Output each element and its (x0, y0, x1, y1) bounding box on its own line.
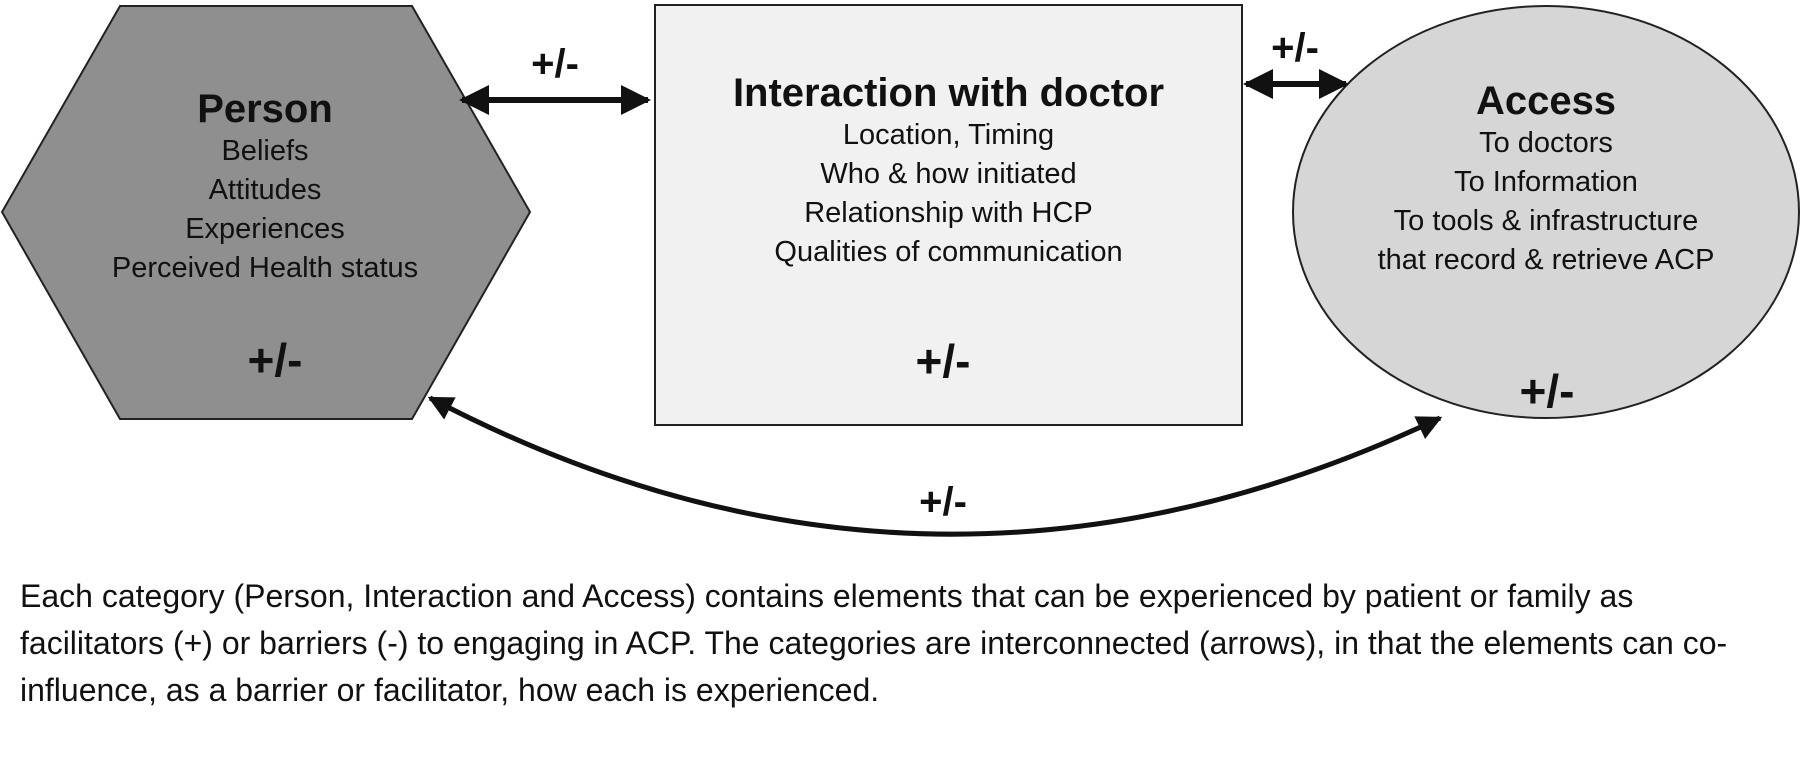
interaction-item: Location, Timing (842, 119, 1055, 151)
access-content: Access To doctors To Information To tool… (1320, 78, 1772, 280)
interaction-item: Who & how initiated (820, 158, 1077, 190)
arrow-person-access (427, 395, 1443, 537)
person-item: Experiences (185, 213, 345, 245)
person-item: Perceived Health status (111, 252, 419, 284)
edge-label-person-interaction: +/- (531, 42, 579, 86)
access-item: that record & retrieve ACP (1377, 244, 1715, 276)
access-ellipse (1292, 5, 1800, 419)
person-item: Attitudes (208, 174, 322, 206)
person-item: Beliefs (221, 135, 309, 167)
access-item: To tools & infrastructure (1393, 205, 1699, 237)
person-sign: +/- (247, 334, 303, 386)
interaction-sign: +/- (915, 335, 971, 387)
access-item: To Information (1454, 166, 1638, 198)
access-title: Access (1475, 79, 1617, 123)
interaction-content: Interaction with doctor Location, Timing… (660, 70, 1237, 272)
person-content: Person Beliefs Attitudes Experiences Per… (50, 86, 480, 288)
edge-label-interaction-access: +/- (1271, 26, 1319, 70)
caption: Each category (Person, Interaction and A… (20, 578, 1728, 708)
person-hexagon (0, 5, 532, 420)
interaction-box (654, 4, 1243, 426)
interaction-item: Qualities of communication (774, 236, 1123, 268)
access-item: To doctors (1479, 127, 1613, 159)
person-title: Person (197, 87, 333, 131)
edge-label-person-access: +/- (919, 480, 967, 524)
interaction-title: Interaction with doctor (732, 71, 1165, 115)
interaction-item: Relationship with HCP (804, 197, 1093, 229)
access-sign: +/- (1519, 365, 1575, 417)
